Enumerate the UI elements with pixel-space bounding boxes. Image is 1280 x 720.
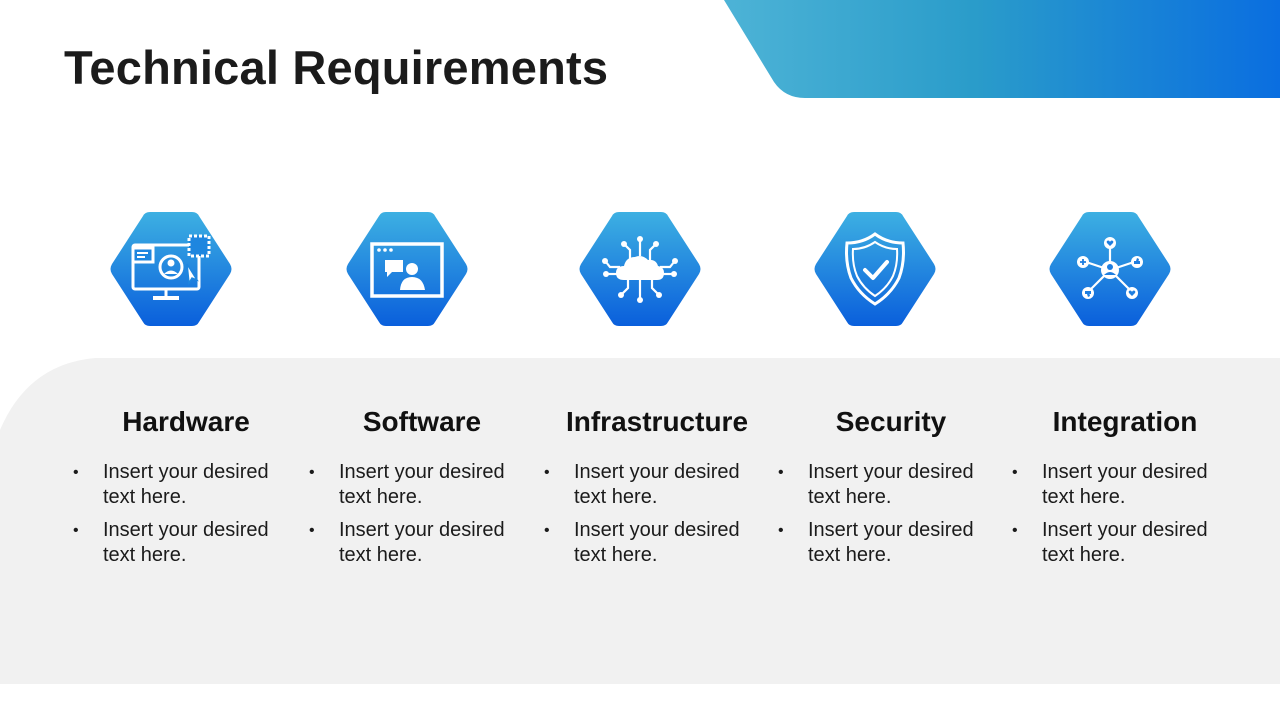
- bullet-item: •Insert your desired text here.: [309, 461, 505, 508]
- bullet-text: Insert your desired text here.: [1042, 461, 1208, 508]
- bullet-list: •Insert your desired text here. •Insert …: [69, 460, 303, 568]
- content-panel: [0, 358, 1280, 684]
- bullet-list: •Insert your desired text here. •Insert …: [1008, 460, 1242, 568]
- header-banner: [724, 0, 1280, 98]
- slide-title: Technical Requirements: [64, 41, 609, 94]
- bullet-item: •Insert your desired text here.: [73, 519, 269, 566]
- bullet-item: •Insert your desired text here.: [544, 461, 740, 508]
- bullet-text: Insert your desired text here.: [1042, 519, 1208, 566]
- app-window-chat-icon: [370, 242, 444, 298]
- column-security: Security •Insert your desired text here.…: [774, 404, 1008, 576]
- bullet-text: Insert your desired text here.: [808, 461, 974, 508]
- bullet-item: •Insert your desired text here.: [309, 519, 505, 566]
- bullet-list: •Insert your desired text here. •Insert …: [305, 460, 539, 568]
- infrastructure-hexagon: [578, 212, 702, 326]
- bullet-text: Insert your desired text here.: [339, 519, 505, 566]
- column-software: Software •Insert your desired text here.…: [305, 404, 539, 576]
- bullet-text: Insert your desired text here.: [103, 519, 269, 566]
- cloud-network-icon: [602, 236, 678, 303]
- column-title: Security: [835, 406, 947, 437]
- column-title: Hardware: [122, 406, 250, 437]
- column-infrastructure: Infrastructure •Insert your desired text…: [540, 404, 774, 576]
- computer-user-icon: [131, 234, 211, 300]
- column-hardware: Hardware •Insert your desired text here.…: [69, 404, 303, 576]
- bullet-item: •Insert your desired text here.: [544, 519, 740, 566]
- bullet-item: •Insert your desired text here.: [1012, 519, 1208, 566]
- software-hexagon: [345, 212, 469, 326]
- column-title: Software: [362, 406, 482, 437]
- bullet-item: •Insert your desired text here.: [778, 519, 974, 566]
- bullet-item: •Insert your desired text here.: [778, 461, 974, 508]
- network-hub-icon: [1077, 237, 1143, 299]
- bullet-list: •Insert your desired text here. •Insert …: [540, 460, 774, 568]
- bullet-list: •Insert your desired text here. •Insert …: [774, 460, 1008, 568]
- column-title: Infrastructure: [565, 406, 749, 437]
- bullet-text: Insert your desired text here.: [574, 519, 740, 566]
- security-hexagon: [813, 212, 937, 326]
- bullet-text: Insert your desired text here.: [808, 519, 974, 566]
- column-title: Integration: [1052, 406, 1198, 437]
- hardware-hexagon: [109, 212, 233, 326]
- bullet-text: Insert your desired text here.: [574, 461, 740, 508]
- bullet-text: Insert your desired text here.: [103, 461, 269, 508]
- column-integration: Integration •Insert your desired text he…: [1008, 404, 1242, 576]
- bullet-item: •Insert your desired text here.: [73, 461, 269, 508]
- bullet-text: Insert your desired text here.: [339, 461, 505, 508]
- integration-hexagon: [1048, 212, 1172, 326]
- bullet-item: •Insert your desired text here.: [1012, 461, 1208, 508]
- shield-check-icon: [845, 232, 905, 306]
